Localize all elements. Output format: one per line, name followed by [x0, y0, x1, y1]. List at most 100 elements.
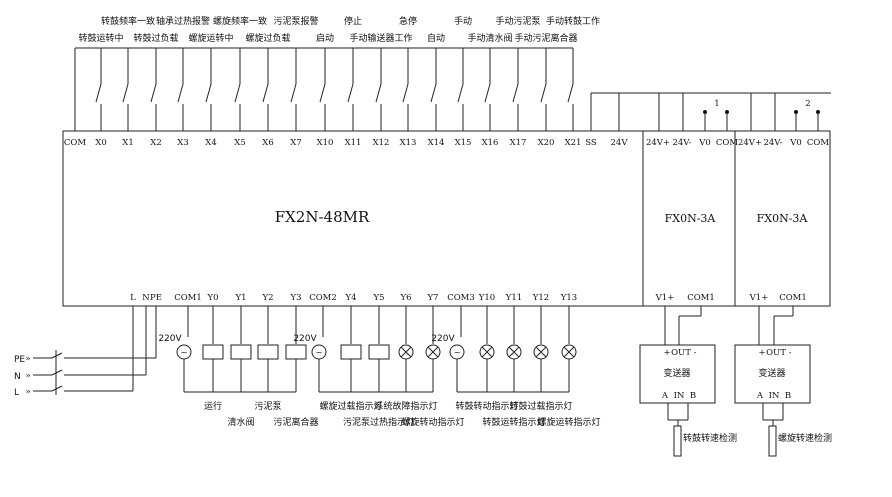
input-label: 手动污泥离合器 [514, 32, 577, 44]
input-label: 螺旋运转中 [188, 32, 233, 44]
input-label: 手动污泥泵 [495, 15, 540, 27]
input-switch-contact [177, 83, 184, 103]
output-label: 螺旋过载指示灯 [319, 400, 382, 412]
lamp-cross [400, 346, 412, 358]
transmitter-pin: IN [674, 391, 685, 401]
voltage-label: 220V [431, 334, 455, 344]
relay-coil-icon [285, 344, 307, 360]
input-terminal-X15: X15 [455, 138, 472, 148]
input-switch-contact [150, 83, 157, 103]
module-terminal: 24V+ [738, 138, 762, 148]
module-2-model: FX0N-3A [757, 212, 809, 225]
module-1-model: FX0N-3A [665, 212, 717, 225]
input-terminal-SS: SS [585, 138, 597, 148]
input-switch-contact [402, 83, 409, 103]
output-terminal-COM3: COM3 [447, 293, 475, 303]
output-terminal-COM2: COM2 [309, 293, 337, 303]
transmitter-box [734, 344, 811, 404]
module-terminal: V0 [698, 138, 711, 148]
relay-coil-icon [230, 344, 252, 360]
power-line-label: PE [14, 355, 25, 365]
output-terminal-Y1: Y1 [234, 293, 246, 303]
output-label: 污泥离合器 [273, 416, 318, 428]
input-switch-contact [262, 83, 269, 103]
relay-coil-icon [202, 344, 224, 360]
output-terminal-Y10: Y10 [478, 293, 495, 303]
input-terminal-X0: X0 [95, 138, 106, 148]
input-switch-contact [234, 83, 241, 103]
ac-source-symbol: ~ [453, 348, 460, 358]
input-label: 转鼓频率一致 [101, 15, 155, 27]
transmitter-pin: B [690, 391, 696, 401]
transmitter-pin: B [785, 391, 791, 401]
output-terminal-Y6: Y6 [399, 293, 411, 303]
transmitter-label: 变送器 [663, 367, 690, 379]
input-label: 轴承过热报警 [156, 15, 210, 27]
output-label: 污泥泵过热指示灯 [343, 416, 415, 428]
output-terminal-Y12: Y12 [532, 293, 549, 303]
module-terminal: V1+ [655, 293, 675, 303]
transmitter-pin: IN [769, 391, 780, 401]
power-line-arrow: » [25, 371, 30, 381]
input-terminal-X3: X3 [177, 138, 188, 148]
output-label: 清水阀 [227, 416, 254, 428]
module-terminal: 24V- [672, 138, 691, 148]
input-terminal-X5: X5 [234, 138, 245, 148]
power-line-label: L [14, 388, 19, 398]
transmitter-label: 变送器 [758, 367, 785, 379]
input-terminal-X11: X11 [345, 138, 362, 148]
input-label: 污泥泵报警 [273, 15, 318, 27]
input-label: 手动输送器工作 [349, 32, 412, 44]
relay-coil-icon [340, 344, 362, 360]
module-number: 1 [714, 99, 719, 109]
module-terminal: 24V+ [646, 138, 670, 148]
module-terminal: V0 [789, 138, 802, 148]
input-terminal-COM: COM [64, 138, 86, 148]
sensor-label: 转鼓转速检测 [683, 432, 737, 444]
input-switch-contact [512, 83, 519, 103]
ac-source-symbol: ~ [180, 348, 187, 358]
power-switch [51, 369, 63, 376]
output-label: 螺旋运转指示灯 [537, 416, 600, 428]
module-number: 2 [805, 99, 810, 109]
transmitter-pin: + [663, 348, 670, 358]
output-label: 运行 [204, 400, 222, 412]
output-terminal-Y3: Y3 [289, 293, 301, 303]
input-label: 螺旋过负载 [245, 32, 290, 44]
transmitter-pin: - [694, 348, 697, 358]
module-contact-dot [725, 110, 729, 114]
output-label: 转鼓转动指示灯 [455, 400, 518, 412]
input-terminal-X10: X10 [317, 138, 334, 148]
input-label: 手动转鼓工作 [546, 15, 600, 27]
module-contact-dot [794, 110, 798, 114]
input-switch-contact [484, 83, 491, 103]
power-line-label: N [14, 372, 21, 382]
transmitter-pin: OUT [766, 348, 786, 358]
lamp-cross [563, 346, 575, 358]
input-switch-contact [290, 83, 297, 103]
input-label: 手动清水阀 [467, 32, 512, 44]
voltage-label: 220V [293, 334, 317, 344]
output-label: 转鼓运转指示灯 [482, 416, 545, 428]
input-switch-contact [457, 83, 464, 103]
input-terminal-X12: X12 [373, 138, 390, 148]
lamp-cross [508, 346, 520, 358]
input-switch-contact [430, 83, 437, 103]
input-terminal-X13: X13 [400, 138, 417, 148]
input-switch-contact [375, 83, 382, 103]
module-terminal: COM [807, 138, 829, 148]
power-terminal-N: N [142, 293, 150, 303]
input-switch-contact [319, 83, 326, 103]
input-terminal-X4: X4 [205, 138, 216, 148]
output-terminal-COM1: COM1 [174, 293, 202, 303]
input-label: 手动 [454, 15, 472, 27]
input-switch-contact [567, 83, 574, 103]
output-terminal-Y13: Y13 [560, 293, 577, 303]
input-terminal-X6: X6 [262, 138, 273, 148]
input-terminal-X14: X14 [428, 138, 445, 148]
module-terminal: COM [716, 138, 738, 148]
input-switch-contact [95, 83, 102, 103]
